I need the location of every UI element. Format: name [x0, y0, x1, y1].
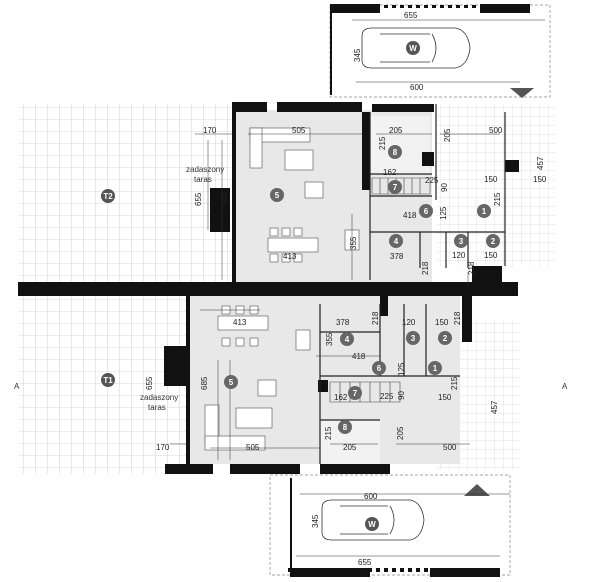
svg-text:378: 378: [336, 318, 350, 327]
car-bottom: [321, 499, 425, 541]
svg-text:150: 150: [435, 318, 449, 327]
entry-arrow-bottom: [464, 484, 490, 496]
dimensions-bottom: 413 378 218 120 150 218 355 418 125 215 …: [145, 311, 499, 567]
svg-text:225: 225: [380, 392, 394, 401]
dimension-lines: [170, 19, 545, 557]
room-markers-bottom: 5 4 6 1 3 2 7 8: [224, 331, 452, 434]
svg-text:162: 162: [334, 393, 348, 402]
svg-text:215: 215: [378, 136, 387, 150]
car-top: [361, 27, 471, 69]
svg-text:3: 3: [411, 334, 416, 343]
svg-text:8: 8: [393, 148, 398, 157]
svg-text:215: 215: [324, 426, 333, 440]
svg-text:150: 150: [533, 175, 547, 184]
terrace-t2-caption-2: taras: [194, 175, 212, 184]
svg-text:150: 150: [484, 251, 498, 260]
svg-text:418: 418: [403, 211, 417, 220]
svg-text:655: 655: [404, 11, 418, 20]
terrace-t2-label: T2: [103, 192, 113, 201]
terrace-t2: [18, 104, 231, 282]
svg-text:218: 218: [467, 261, 476, 275]
svg-text:685: 685: [220, 192, 229, 206]
terrace-t1-label: T1: [103, 376, 113, 385]
terrace-t2-caption-1: zadaszony: [186, 165, 224, 174]
furniture: [204, 127, 360, 451]
svg-text:5: 5: [275, 191, 280, 200]
svg-text:170: 170: [156, 443, 170, 452]
svg-text:6: 6: [377, 364, 382, 373]
svg-text:2: 2: [491, 237, 496, 246]
svg-text:3: 3: [459, 237, 464, 246]
svg-text:218: 218: [453, 311, 462, 325]
svg-text:120: 120: [452, 251, 466, 260]
svg-text:205: 205: [396, 426, 405, 440]
svg-text:457: 457: [490, 400, 499, 414]
svg-text:7: 7: [353, 389, 358, 398]
svg-text:655: 655: [194, 192, 203, 206]
terrace-t1-caption-1: zadaszony: [140, 393, 178, 402]
svg-text:1: 1: [433, 364, 438, 373]
svg-text:215: 215: [450, 376, 459, 390]
svg-text:355: 355: [349, 236, 358, 250]
svg-text:205: 205: [389, 126, 403, 135]
svg-text:355: 355: [325, 332, 334, 346]
svg-text:2: 2: [443, 334, 448, 343]
entry-arrow-top: [510, 88, 534, 98]
svg-text:90: 90: [397, 391, 406, 400]
section-mark-left: A: [14, 382, 20, 391]
svg-text:120: 120: [402, 318, 416, 327]
svg-text:162: 162: [383, 168, 397, 177]
section-mark-right: A: [562, 382, 568, 391]
svg-text:150: 150: [484, 175, 498, 184]
svg-text:225: 225: [425, 176, 439, 185]
svg-text:505: 505: [246, 443, 260, 452]
walls: [18, 4, 530, 577]
terrace-t1: [18, 296, 186, 474]
svg-text:413: 413: [233, 318, 247, 327]
svg-text:170: 170: [203, 126, 217, 135]
svg-text:345: 345: [311, 514, 320, 528]
svg-text:5: 5: [229, 378, 234, 387]
svg-text:685: 685: [200, 376, 209, 390]
svg-text:218: 218: [421, 261, 430, 275]
svg-text:90: 90: [440, 183, 449, 192]
svg-text:655: 655: [145, 376, 154, 390]
car-bottom-badge: W: [368, 520, 376, 529]
svg-text:125: 125: [397, 362, 406, 376]
car-top-badge: W: [409, 44, 417, 53]
svg-text:7: 7: [393, 183, 398, 192]
svg-text:150: 150: [438, 393, 452, 402]
svg-text:4: 4: [345, 335, 350, 344]
svg-text:378: 378: [390, 252, 404, 261]
svg-text:500: 500: [443, 443, 457, 452]
svg-text:500: 500: [489, 126, 503, 135]
svg-text:205: 205: [443, 128, 452, 142]
svg-text:418: 418: [352, 352, 366, 361]
svg-text:413: 413: [283, 252, 297, 261]
room-markers-top: 5 4 6 1 3 2 7 8: [270, 145, 500, 248]
svg-text:8: 8: [343, 423, 348, 432]
svg-text:345: 345: [353, 48, 362, 62]
svg-text:655: 655: [358, 558, 372, 567]
svg-text:600: 600: [364, 492, 378, 501]
svg-text:125: 125: [439, 206, 448, 220]
svg-text:505: 505: [292, 126, 306, 135]
svg-text:6: 6: [424, 207, 429, 216]
terrace-t1-caption-2: taras: [148, 403, 166, 412]
svg-text:218: 218: [371, 311, 380, 325]
dimensions-top: 655 345 600 170 505 205 205 500 457 150 …: [194, 11, 547, 275]
svg-text:600: 600: [410, 83, 424, 92]
svg-text:1: 1: [482, 207, 487, 216]
partitions: [319, 104, 506, 464]
room8-top: [370, 116, 430, 174]
svg-text:205: 205: [343, 443, 357, 452]
svg-text:4: 4: [394, 237, 399, 246]
svg-text:457: 457: [536, 156, 545, 170]
svg-text:215: 215: [493, 192, 502, 206]
